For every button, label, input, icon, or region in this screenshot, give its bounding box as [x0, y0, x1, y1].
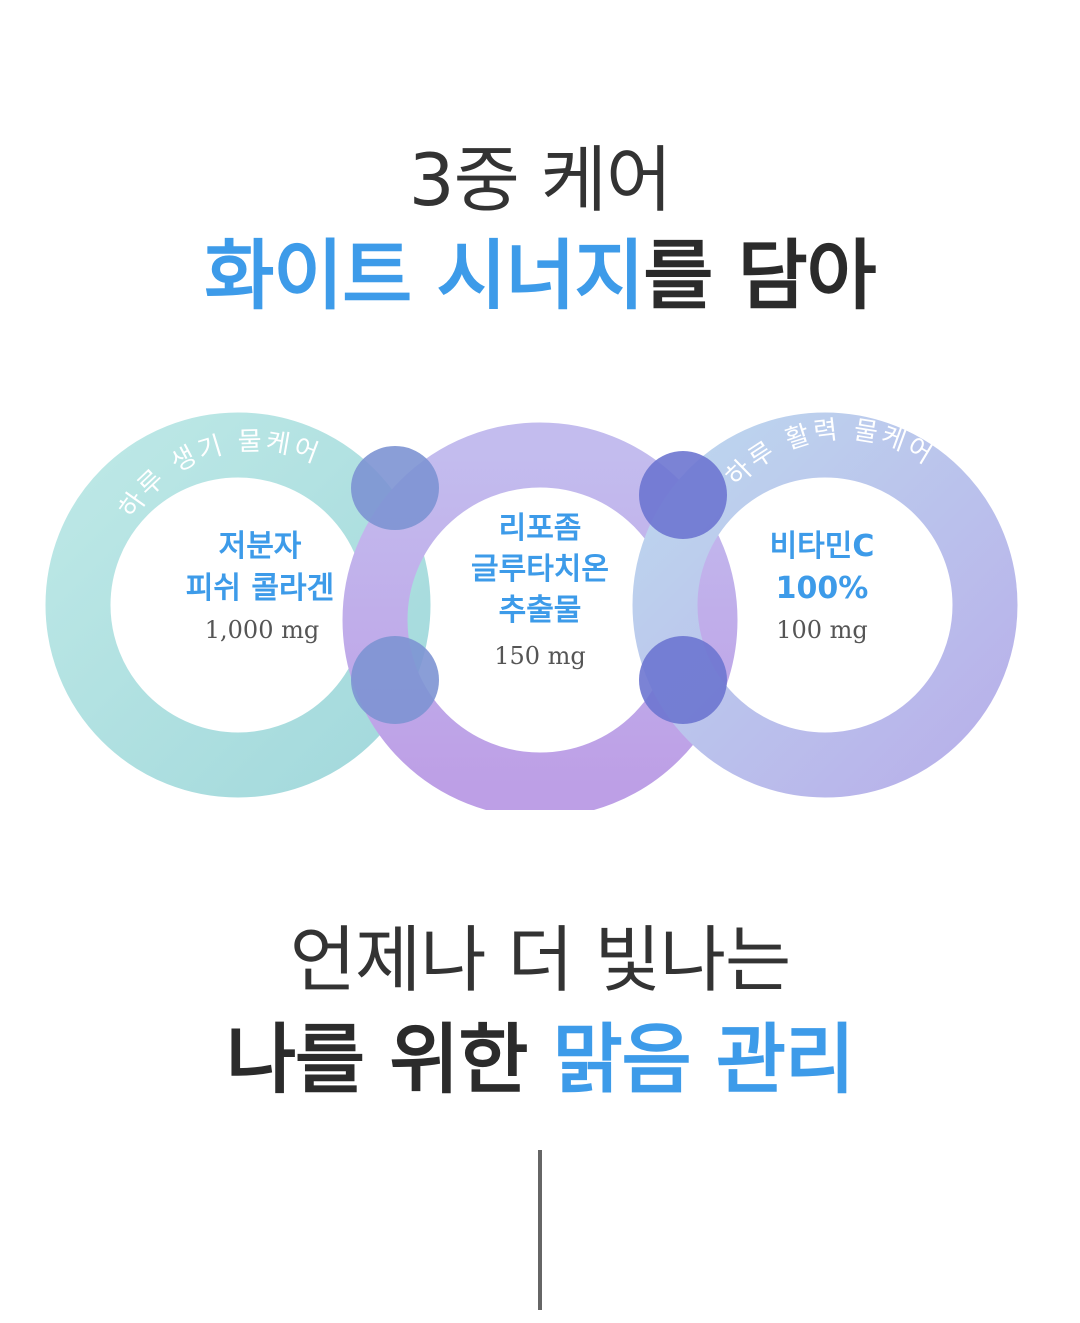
glutathione-amount: 150 mg: [494, 642, 586, 670]
heading-line-3: 언제나 더 빛나는: [0, 915, 1080, 1005]
heading-rest: 를 담아: [643, 231, 876, 320]
vitamin-c-name-2: 100%: [776, 571, 869, 606]
ring-glutathione: [342, 422, 738, 810]
heading-triple-care: 3중 케어: [408, 138, 672, 222]
vitamin-c-amount: 100 mg: [776, 616, 868, 644]
ring-vitamin-c: [632, 412, 1018, 798]
heading-line-1: 3중 케어: [0, 135, 1080, 225]
collagen-amount: 1,000 mg: [205, 616, 319, 644]
glutathione-name-2: 글루타치온: [471, 552, 609, 587]
heading-always-shining: 언제나 더 빛나는: [289, 918, 791, 1002]
heading-highlight: 화이트 시너지: [204, 231, 644, 320]
vertical-divider: [538, 1150, 542, 1310]
triple-ring-diagram: 하루 생기 물케어 하루 활력 물케어 저분자 피쉬 콜라겐 1,000 mg …: [45, 412, 1018, 810]
heading-line-4: 나를 위한 맑음 관리: [0, 1012, 1080, 1107]
overlap-left-bottom: [351, 636, 439, 724]
heading-for-me: 나를 위한: [226, 1015, 553, 1104]
heading-clear-care: 맑음 관리: [552, 1015, 855, 1104]
vitamin-c-name-1: 비타민C: [770, 529, 875, 564]
heading-line-2: 화이트 시너지를 담아: [0, 228, 1080, 323]
collagen-name-2: 피쉬 콜라겐: [186, 571, 334, 606]
glutathione-name-1: 리포좀: [499, 511, 582, 546]
overlap-left-top: [351, 446, 439, 530]
collagen-name-1: 저분자: [219, 529, 302, 564]
glutathione-name-3: 추출물: [499, 593, 582, 628]
overlap-right-bottom: [639, 636, 727, 724]
overlap-right-top: [639, 451, 727, 539]
